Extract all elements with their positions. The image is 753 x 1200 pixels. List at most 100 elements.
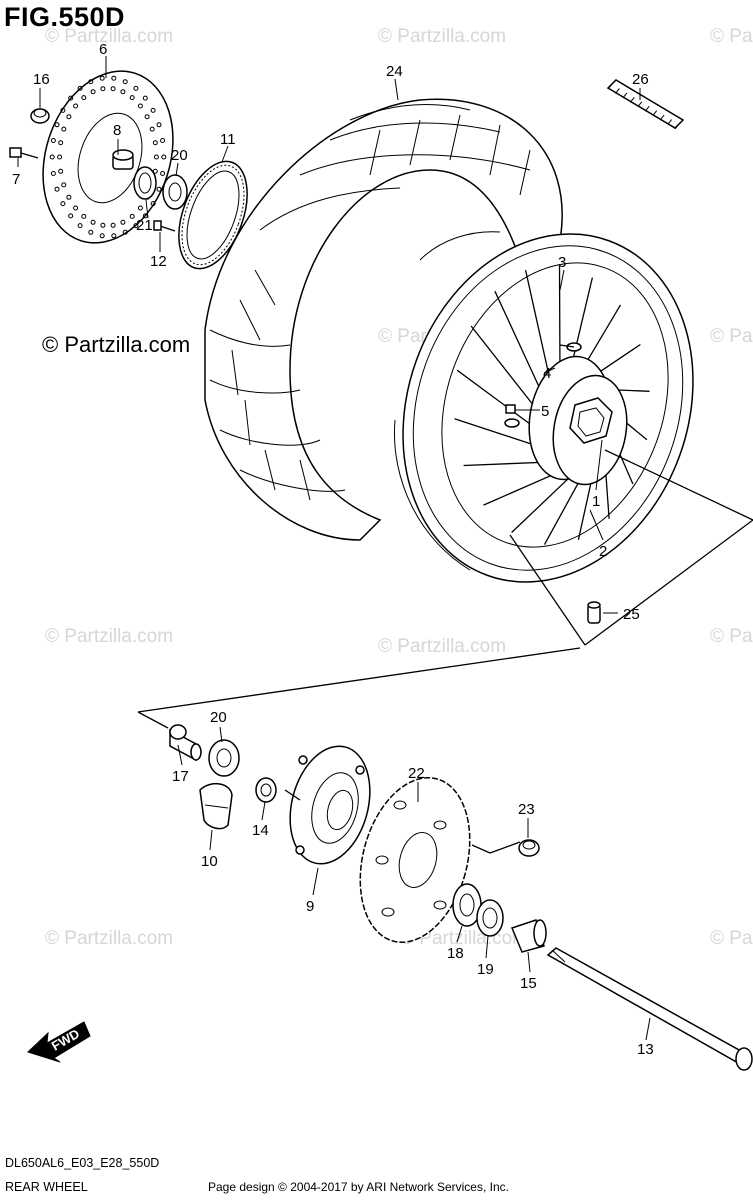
watermark: © Partzilla.com	[378, 26, 506, 47]
disc-hole	[54, 186, 60, 192]
disc-hole	[50, 138, 56, 143]
sensor-ring	[178, 160, 248, 270]
watermark-main: © Partzilla.com	[42, 332, 190, 357]
bearing-lower	[208, 739, 240, 777]
retainer-collar	[255, 777, 277, 803]
callout-7: 7	[12, 171, 20, 188]
strip-segment	[622, 92, 628, 99]
callout-1: 1	[592, 493, 600, 510]
bearing-upper	[162, 174, 188, 210]
callout-16: 16	[33, 71, 50, 88]
disc-hole	[73, 103, 79, 109]
disc-hole	[129, 95, 135, 101]
callout-19: 19	[477, 961, 494, 978]
rear-sprocket	[359, 777, 471, 943]
strip-segment	[615, 88, 620, 94]
disc-hole	[133, 85, 139, 91]
disc-hole	[137, 205, 143, 211]
disc-hole	[90, 89, 96, 95]
spoke	[524, 270, 553, 390]
sensor-screw	[153, 220, 176, 232]
disc-hole	[160, 171, 166, 176]
callout-20-lower: 20	[210, 709, 227, 726]
disc-hole	[77, 85, 83, 91]
disc-hole	[99, 233, 105, 239]
drum-oil-seal	[476, 899, 504, 937]
disc-hole	[129, 213, 135, 219]
disc-hole	[100, 222, 106, 228]
disc-hole	[60, 201, 66, 207]
disc-hole	[88, 229, 94, 235]
rear-axle	[546, 947, 753, 1071]
disc-hole	[50, 171, 56, 176]
watermark: © Partzilla.com	[710, 928, 753, 949]
callout-20-upper: 20	[171, 147, 188, 164]
callout-6: 6	[99, 41, 107, 58]
leader-lines	[17, 56, 753, 1041]
callout-5: 5	[541, 403, 549, 420]
strip-segment	[629, 96, 635, 103]
disc-hole	[160, 138, 166, 143]
disc-hole	[142, 95, 148, 101]
callout-26: 26	[632, 71, 649, 88]
watermark: © Partzilla.com	[710, 326, 753, 347]
callout-24: 24	[386, 63, 403, 80]
disc-hole	[90, 219, 96, 225]
disc-hole	[156, 186, 162, 192]
disc-hole	[150, 107, 156, 113]
disc-hole	[61, 126, 67, 132]
disc-hole	[88, 79, 94, 85]
callouts: 6 16 7 8 20 11 21 12 24 26 3 4 5 1 2 25 …	[12, 41, 654, 1058]
spoke	[494, 290, 548, 404]
disc-hole	[81, 95, 87, 101]
callout-2: 2	[599, 543, 607, 560]
disc-hole	[58, 168, 64, 174]
disc-hole	[122, 79, 128, 85]
strip-segment	[674, 123, 680, 130]
disc-hole	[137, 103, 143, 109]
callout-14: 14	[252, 822, 269, 839]
forward-direction-arrow: FWD	[27, 1021, 91, 1063]
watermark: © Partzilla.com	[45, 928, 173, 949]
wheel-hub	[528, 355, 628, 486]
strip-segment	[667, 119, 672, 125]
spoke	[558, 265, 561, 379]
disc-hole	[58, 140, 64, 146]
hub-spacer	[169, 724, 202, 762]
disc-hole	[54, 122, 60, 128]
strip-segment	[607, 83, 613, 90]
callout-3: 3	[558, 254, 566, 271]
disc-hole	[161, 154, 167, 160]
disc-hole	[68, 213, 74, 219]
disc-collar	[112, 149, 134, 170]
axle-spacer	[510, 919, 547, 953]
callout-18: 18	[447, 945, 464, 962]
disc-hole	[144, 114, 150, 120]
strip-segment	[644, 105, 650, 112]
disc-hole	[122, 229, 128, 235]
watermark: © Partzilla.com	[45, 26, 173, 47]
wheel-damper	[199, 783, 233, 830]
valve	[587, 601, 601, 624]
disc-hole	[66, 194, 72, 200]
disc-hole	[49, 154, 55, 160]
oil-seal	[133, 166, 157, 200]
watermark: © Partzilla.com	[710, 26, 753, 47]
disc-bolt	[9, 147, 39, 159]
rear-tire	[204, 98, 563, 541]
disc-hole	[77, 223, 83, 229]
disc-hole	[81, 213, 87, 219]
figure-title: FIG.550D	[4, 2, 126, 32]
callout-22: 22	[408, 765, 425, 782]
callout-23: 23	[518, 801, 535, 818]
strip-segment	[637, 101, 643, 108]
callout-13: 13	[637, 1041, 654, 1058]
callout-8: 8	[113, 122, 121, 139]
callout-17: 17	[172, 768, 189, 785]
disc-hole	[120, 219, 126, 225]
disc-hole	[152, 140, 158, 146]
callout-25: 25	[623, 606, 640, 623]
disc-hole	[57, 154, 63, 160]
disc-hole	[68, 95, 74, 101]
